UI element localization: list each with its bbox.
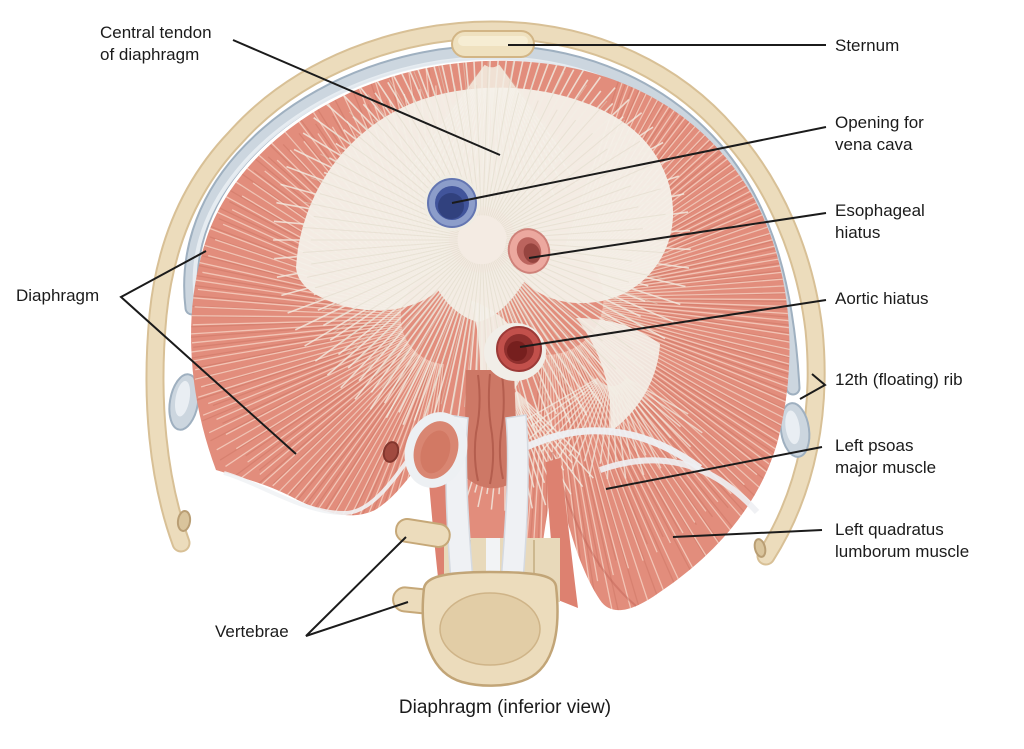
vertebral-body [421, 570, 559, 687]
label-sternum: Sternum [835, 36, 900, 55]
lateral-arcuate-ligament [598, 457, 760, 515]
label-psoas: Left psoas major muscle [835, 436, 937, 477]
leader-quadratus [672, 529, 823, 538]
label-quadratus: Left quadratus lumborum muscle [835, 520, 970, 561]
leader-lines [119, 39, 827, 637]
label-aortic-hiatus: Aortic hiatus [835, 289, 929, 308]
leader-vena-cava [451, 126, 827, 204]
spine-and-muscles [382, 370, 578, 687]
label-esophageal-hiatus: Esophageal hiatus [835, 201, 925, 242]
leader-vertebrae [305, 536, 409, 637]
leader-diaphragm [119, 250, 297, 455]
sternum-bone [451, 30, 535, 58]
left-lobe-fascia-edge [223, 440, 422, 516]
figure-caption: Diaphragm (inferior view) [398, 697, 612, 718]
label-vena-cava: Opening for vena cava [835, 113, 924, 154]
esophageal-hiatus-opening [507, 228, 551, 274]
label-diaphragm: Diaphragm [16, 286, 100, 305]
small-muscle-hole [382, 441, 400, 463]
openings [424, 175, 551, 381]
right-rib-tip-hole [753, 538, 767, 558]
aortic-hiatus-opening [484, 323, 546, 381]
label-floating-rib: 12th (floating) rib [835, 370, 963, 389]
label-central-tendon: Central tendon of diaphragm [100, 23, 212, 64]
leader-esophageal [528, 212, 827, 259]
leader-central-tendon [232, 39, 501, 156]
left-rib-tip-hole [176, 510, 192, 532]
costal-cartilage-segment [168, 373, 811, 458]
medial-arcuate-ligament [518, 427, 703, 471]
leader-floating-rib [799, 373, 827, 400]
vena-cava-opening [424, 175, 480, 231]
label-vertebrae: Vertebrae [215, 622, 289, 641]
crus-loop [404, 412, 468, 488]
leader-psoas [605, 446, 823, 490]
leader-aortic [519, 299, 827, 348]
psoas-right-strip [546, 458, 578, 608]
